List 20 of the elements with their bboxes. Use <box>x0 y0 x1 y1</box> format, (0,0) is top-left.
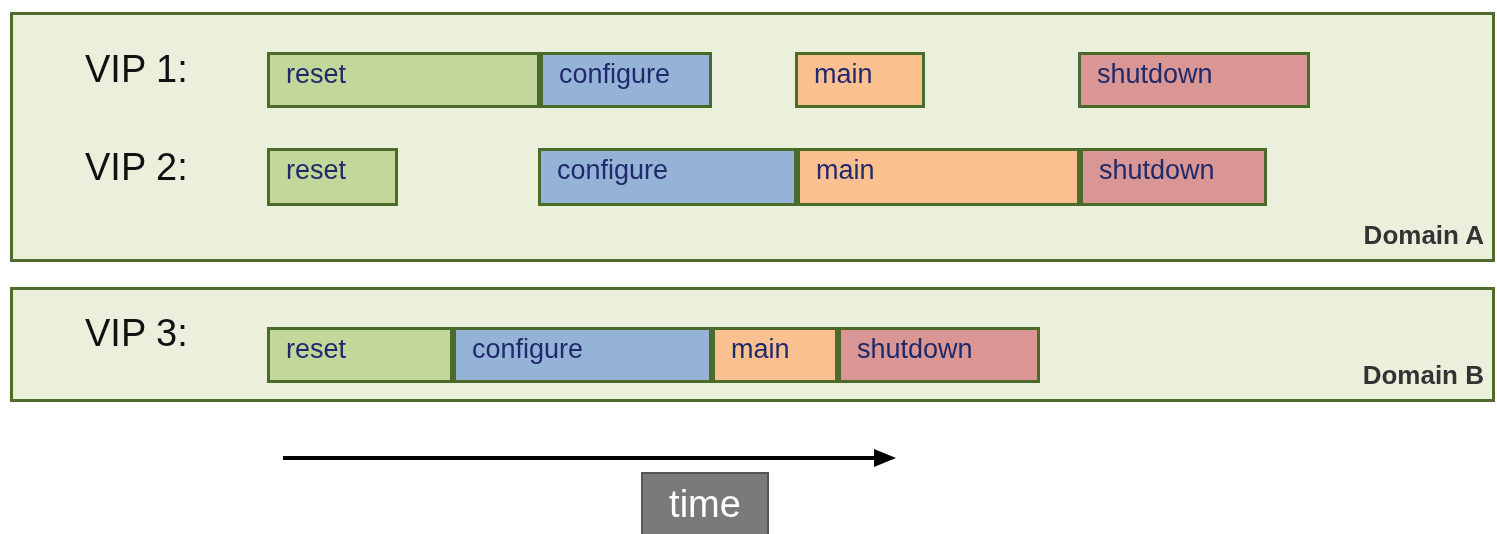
phase-bar: shutdown <box>1080 148 1267 206</box>
phase-bar: shutdown <box>1078 52 1310 108</box>
phase-bar: main <box>797 148 1080 206</box>
phase-bar: reset <box>267 148 398 206</box>
domain-label: Domain B <box>1362 360 1484 391</box>
phase-bar: shutdown <box>838 327 1040 383</box>
phase-bar: main <box>795 52 925 108</box>
phase-bar: configure <box>453 327 712 383</box>
domain-band <box>10 287 1495 402</box>
phase-bar: configure <box>540 52 712 108</box>
phase-bar: main <box>712 327 838 383</box>
phase-bar: reset <box>267 327 453 383</box>
row-label: VIP 1: <box>85 48 188 91</box>
phase-bar: reset <box>267 52 540 108</box>
row-label: VIP 2: <box>85 146 188 189</box>
time-label: time <box>641 472 769 534</box>
row-label: VIP 3: <box>85 312 188 355</box>
domain-label: Domain A <box>1363 220 1484 251</box>
phase-bar: configure <box>538 148 797 206</box>
domain-band <box>10 12 1495 262</box>
